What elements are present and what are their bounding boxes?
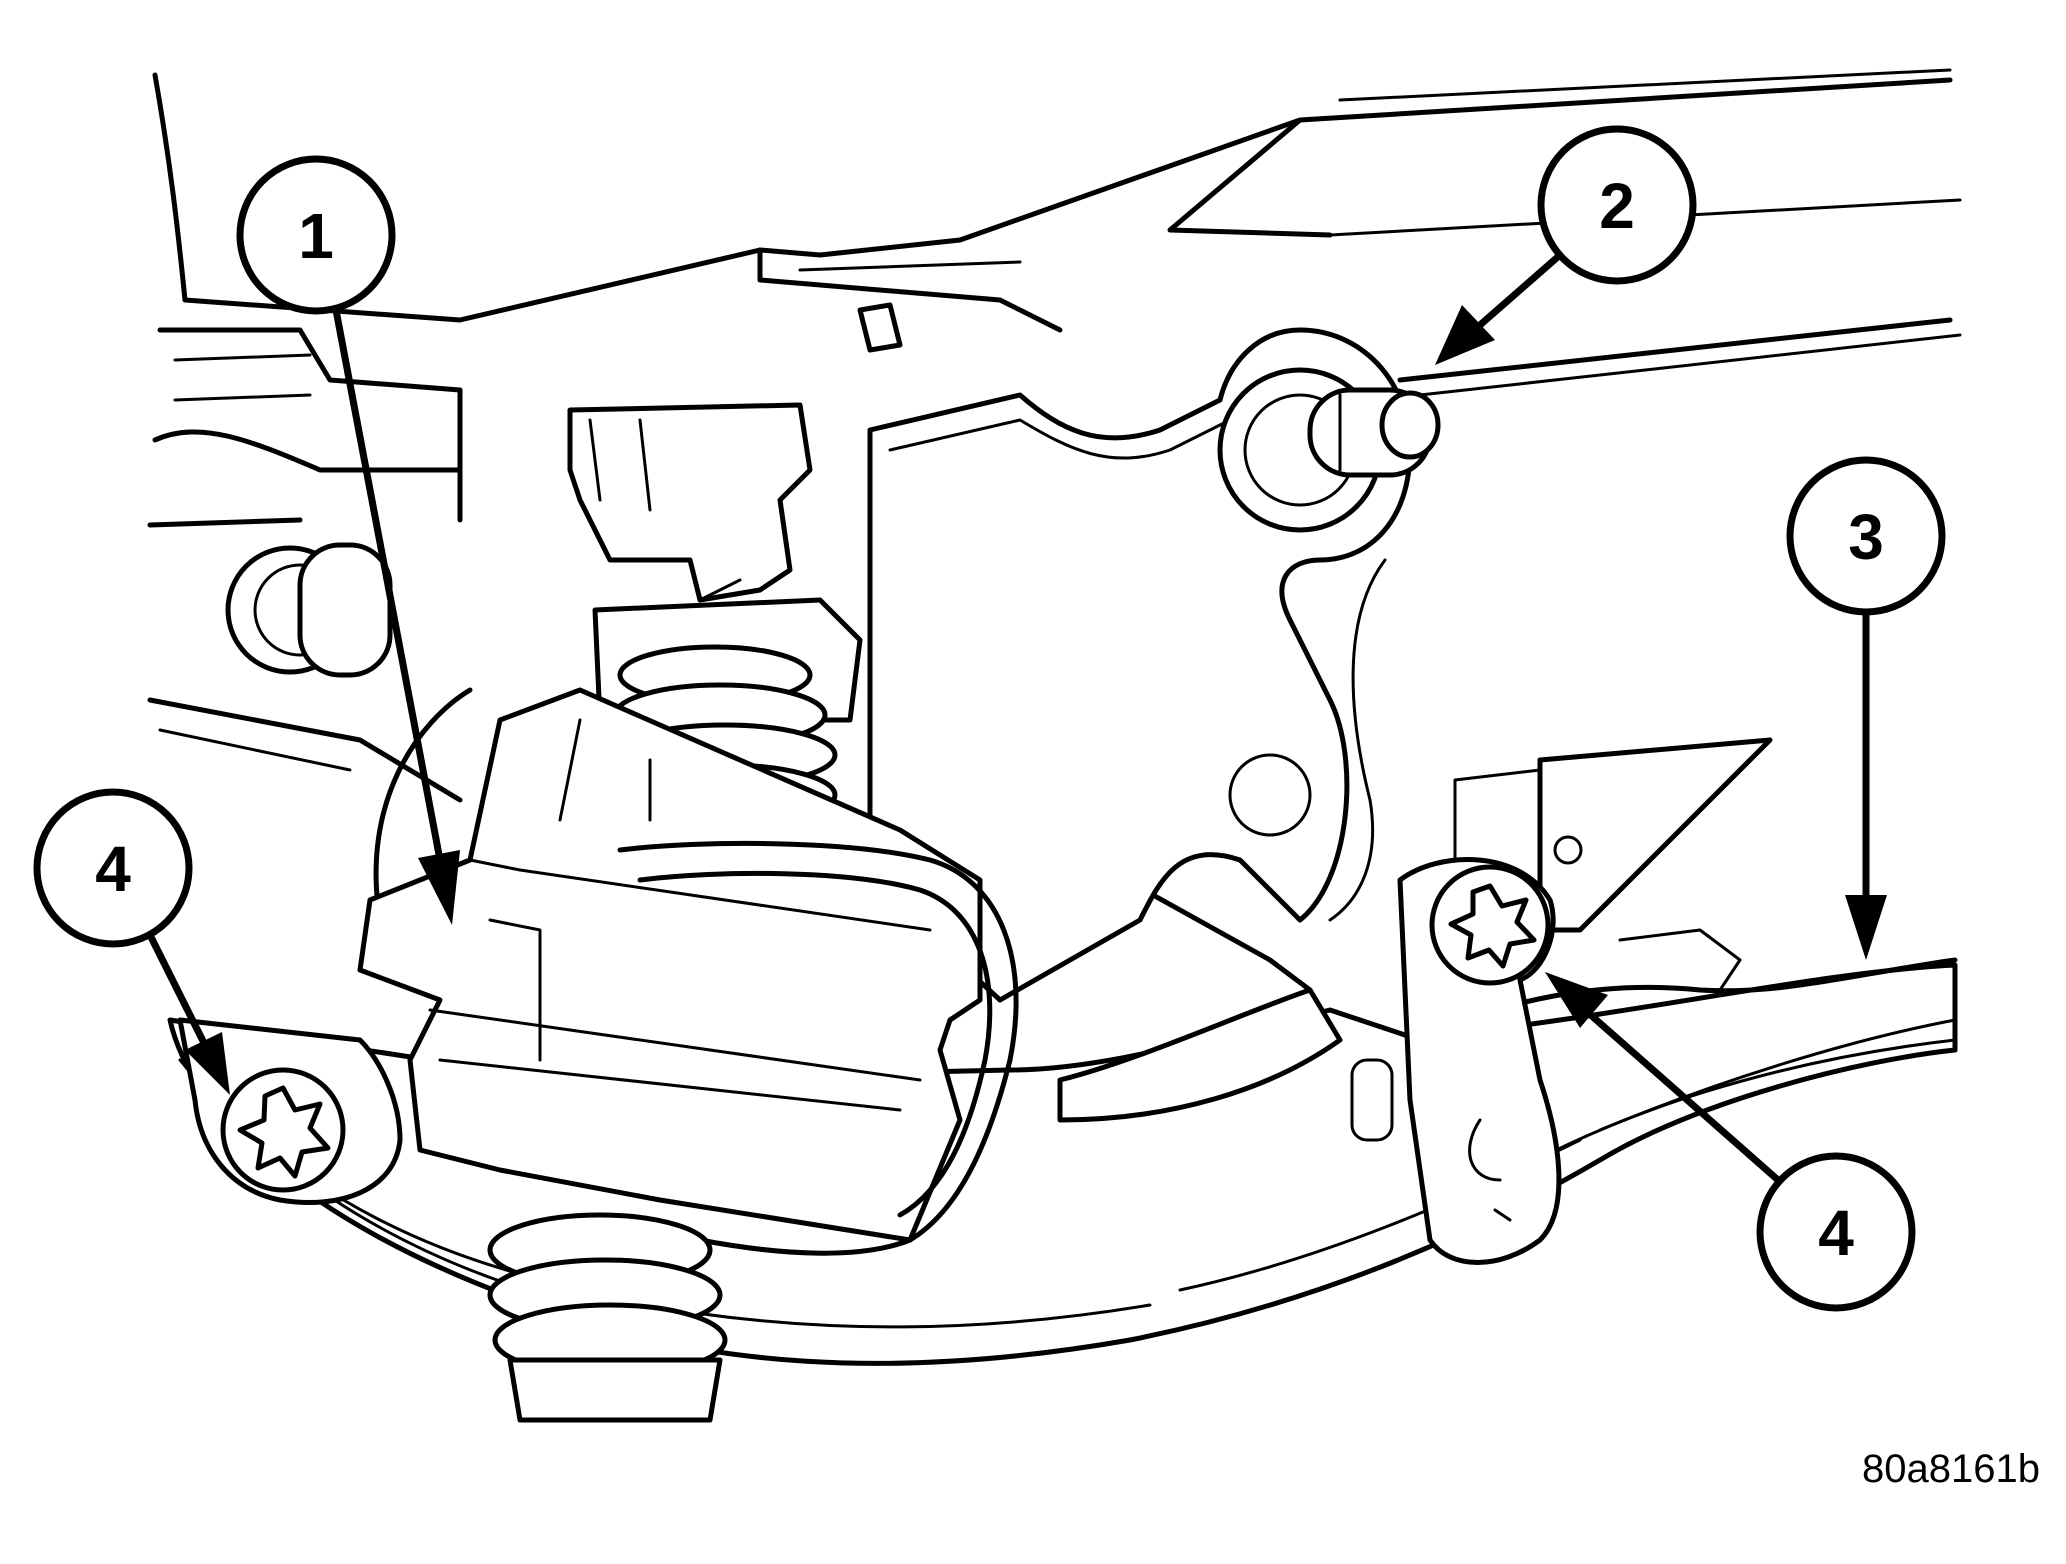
callout-4-right-label: 4 xyxy=(1818,1197,1854,1269)
callout-2-label: 2 xyxy=(1599,170,1635,242)
callout-1: 1 xyxy=(236,155,460,925)
callout-4-left-label: 4 xyxy=(95,833,131,905)
guide-pin xyxy=(1307,387,1441,478)
figure-id: 80a8161b xyxy=(1862,1447,2040,1491)
brake-caliper xyxy=(357,597,1019,1423)
upper-bushing xyxy=(225,542,393,678)
callout-2: 2 xyxy=(1435,125,1697,365)
callout-1-label: 1 xyxy=(298,200,334,272)
callout-4-left: 4 xyxy=(33,788,230,1095)
bolt-right-link xyxy=(1350,857,1562,1265)
callout-4-right: 4 xyxy=(1545,972,1916,1312)
callout-3: 3 xyxy=(1786,456,1946,960)
bolt-left xyxy=(220,1067,346,1193)
top-flange xyxy=(567,302,903,603)
callout-3-label: 3 xyxy=(1848,501,1884,573)
